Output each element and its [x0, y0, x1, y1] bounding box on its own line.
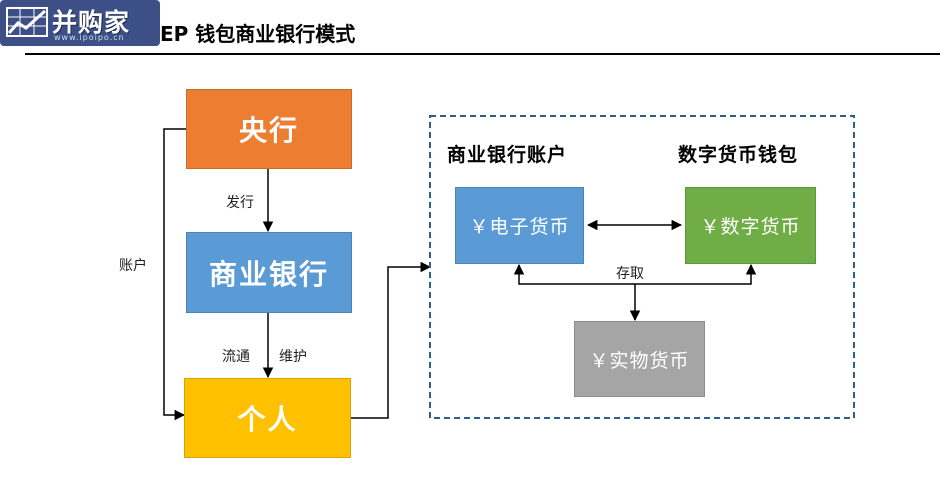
digital-currency-label: ￥数字货币: [700, 216, 801, 238]
e-currency-node: ￥电子货币: [455, 187, 584, 264]
bank-account-header: 商业银行账户: [447, 144, 568, 166]
logo-brand: 并购家: [52, 8, 131, 37]
account-label: 账户: [119, 258, 147, 274]
account-arrow: [163, 128, 186, 421]
individual-to-wallet-arrow: [351, 261, 432, 419]
issue-label: 发行: [226, 195, 254, 211]
individual-node: 个人: [184, 378, 351, 458]
commercial-bank-label: 商业银行: [208, 257, 329, 291]
logo-url: www.ipoipo.cn: [54, 33, 125, 42]
page-title: EP 钱包商业银行模式: [160, 22, 356, 46]
e-currency-label: ￥电子货币: [469, 216, 570, 238]
wallet-group-border: [429, 115, 855, 419]
title-divider: [25, 53, 940, 55]
central-bank-node: 央行: [186, 89, 352, 169]
logo: 并购家 www.ipoipo.cn: [0, 0, 160, 46]
chart-logo-icon: [6, 7, 48, 37]
circulate-label: 流通: [222, 349, 250, 365]
physical-currency-label: ￥实物货币: [589, 349, 690, 372]
maintain-label: 维护: [279, 349, 307, 365]
deposit-withdraw-label: 存取: [616, 266, 644, 282]
digital-currency-node: ￥数字货币: [685, 187, 816, 264]
physical-currency-node: ￥实物货币: [574, 321, 705, 397]
individual-label: 个人: [237, 403, 298, 436]
digital-wallet-header: 数字货币钱包: [678, 144, 799, 166]
commercial-bank-node: 商业银行: [186, 232, 352, 313]
central-bank-label: 央行: [238, 114, 299, 147]
